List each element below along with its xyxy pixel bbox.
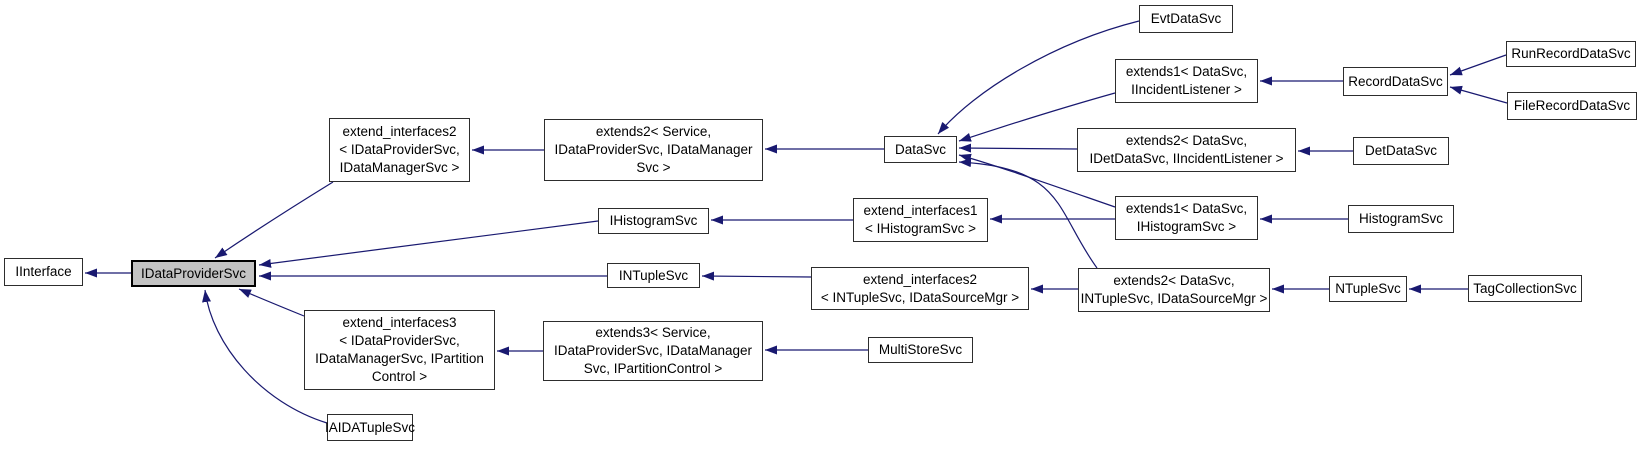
node-detdatasvc[interactable]: DetDataSvc [1353, 137, 1449, 165]
edge-extendinterfaces2a-to-idataprovidersvc [214, 181, 334, 259]
node-runrecorddatasvc[interactable]: RunRecordDataSvc [1506, 41, 1636, 67]
node-extends3-service[interactable]: extends3< Service, IDataProviderSvc, IDa… [543, 321, 763, 381]
node-extends2-ntuple[interactable]: extends2< DataSvc, INTupleSvc, IDataSour… [1078, 268, 1270, 312]
node-extends1-histogramsvc[interactable]: extends1< DataSvc, IHistogramSvc > [1115, 196, 1258, 240]
edge-extends1histogram-to-datasvc [958, 153, 1116, 208]
node-histogramsvc[interactable]: HistogramSvc [1348, 205, 1454, 233]
node-intuplesvc[interactable]: INTupleSvc [607, 263, 700, 288]
node-extend-interfaces1-histogram[interactable]: extend_interfaces1 < IHistogramSvc > [853, 198, 988, 242]
edge-iaidatuplesvc-to-idataprovidersvc [202, 289, 328, 424]
node-extend-interfaces2-ntuple[interactable]: extend_interfaces2 < INTupleSvc, IDataSo… [811, 267, 1029, 310]
edge-filerecorddatasvc-to-recorddatasvc [1449, 85, 1508, 104]
edge-runrecorddatasvc-to-recorddatasvc [1449, 54, 1507, 76]
node-ihistogramsvc[interactable]: IHistogramSvc [598, 208, 709, 234]
edge-extends1incident-to-datasvc [958, 92, 1116, 142]
node-iinterface[interactable]: IInterface [4, 258, 83, 286]
node-idataprovidersvc: IDataProviderSvc [131, 260, 256, 287]
edge-extends2ntuple-to-datasvc [958, 158, 1098, 269]
node-iaidatuplesvc[interactable]: IAIDATupleSvc [325, 414, 415, 441]
node-datasvc[interactable]: DataSvc [884, 136, 957, 163]
node-recorddatasvc[interactable]: RecordDataSvc [1343, 67, 1448, 96]
edge-ihistogramsvc-to-idataprovidersvc [258, 220, 599, 268]
node-filerecorddatasvc[interactable]: FileRecordDataSvc [1507, 92, 1637, 120]
node-multistoresvc[interactable]: MultiStoreSvc [868, 337, 973, 363]
node-extends2-service[interactable]: extends2< Service, IDataProviderSvc, IDa… [544, 119, 763, 181]
node-tagcollectionsvc[interactable]: TagCollectionSvc [1468, 275, 1582, 302]
node-extends1-incidentlistener[interactable]: extends1< DataSvc, IIncidentListener > [1115, 59, 1258, 103]
edge-evtdatasvc-to-datasvc [937, 20, 1140, 135]
edge-extendinterfaces3-to-idataprovidersvc [238, 288, 305, 317]
edge-extendinterfaces2b-to-intuplesvc [701, 271, 812, 281]
node-extend-interfaces3[interactable]: extend_interfaces3 < IDataProviderSvc, I… [304, 310, 495, 390]
node-extend-interfaces2-dataprovider[interactable]: extend_interfaces2 < IDataProviderSvc, I… [329, 118, 470, 182]
edge-extends2det-to-datasvc [958, 143, 1078, 153]
node-ntuplesvc[interactable]: NTupleSvc [1329, 276, 1407, 302]
node-evtdatasvc[interactable]: EvtDataSvc [1139, 5, 1233, 33]
node-extends2-detdatasvc[interactable]: extends2< DataSvc, IDetDataSvc, IInciden… [1077, 128, 1296, 172]
